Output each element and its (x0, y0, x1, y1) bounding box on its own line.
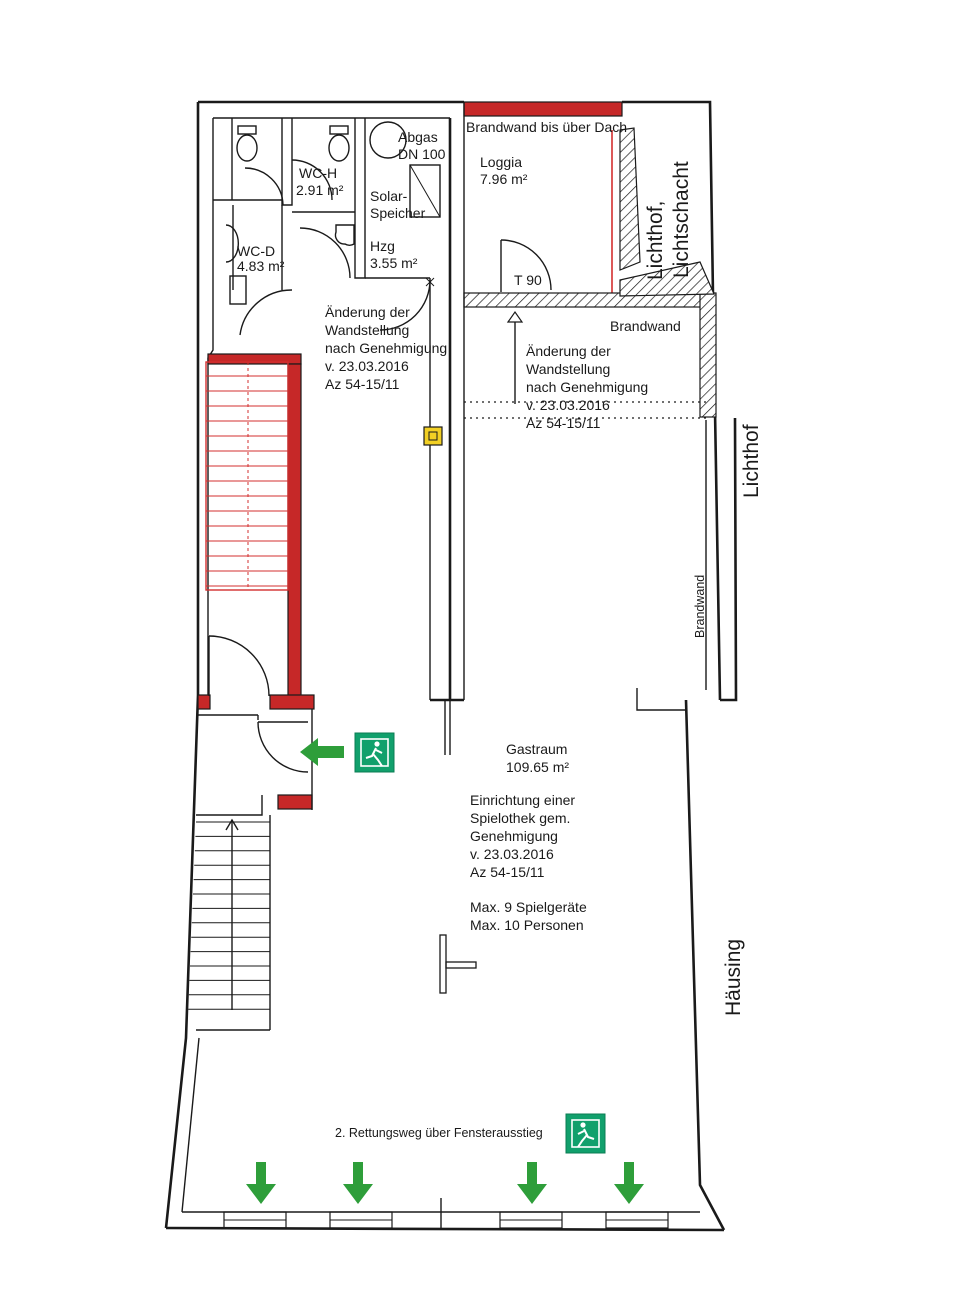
hzg-label: Hzg (370, 238, 395, 254)
solar-label: Solar- (370, 188, 408, 204)
lichthof-right-label: Lichthof (740, 424, 763, 498)
exit-arrows-down (246, 1162, 644, 1204)
hatched-walls (463, 127, 717, 418)
svg-text:Änderung der: Änderung der (325, 304, 410, 320)
svg-text:Wandstellung: Wandstellung (526, 361, 610, 377)
svg-text:Max. 9 Spielgeräte: Max. 9 Spielgeräte (470, 899, 587, 915)
windows (223, 1211, 669, 1229)
svg-text:v. 23.03.2016: v. 23.03.2016 (325, 358, 409, 374)
brandwand-top-label: Brandwand bis über Dach (466, 119, 627, 135)
exit-arrow-left-icon (300, 738, 344, 766)
svg-text:Spielothek gem.: Spielothek gem. (470, 810, 570, 826)
svg-text:Max. 10 Personen: Max. 10 Personen (470, 917, 584, 933)
svg-text:Az 54-15/11: Az 54-15/11 (325, 376, 400, 392)
speicher-label: Speicher (370, 205, 426, 221)
svg-text:Genehmigung: Genehmigung (470, 828, 558, 844)
abgas-dn-label: DN 100 (398, 146, 446, 162)
room-labels: Abgas DN 100 WC-H 2.91 m² Solar- Speiche… (237, 119, 681, 1140)
brandwand-mid-label: Brandwand (610, 318, 681, 334)
gastraum-label: Gastraum (506, 741, 567, 757)
wc-d-label: WC-D (237, 243, 275, 259)
hzg-area: 3.55 m² (370, 255, 418, 271)
wc-d-area: 4.83 m² (237, 258, 285, 274)
wc-h-area: 2.91 m² (296, 182, 344, 198)
svg-text:Wandstellung: Wandstellung (325, 322, 409, 338)
abgas-label: Abgas (398, 129, 438, 145)
svg-text:v. 23.03.2016: v. 23.03.2016 (470, 846, 554, 862)
lichthof-schacht-label-1: Lichthof, (644, 201, 667, 280)
wc-h-label: WC-H (299, 165, 337, 181)
door-t90-label: T 90 (514, 272, 542, 288)
svg-text:Az 54-15/11: Az 54-15/11 (470, 864, 545, 880)
exit-arrow-down-icon (614, 1162, 644, 1204)
lichthof-schacht-label-2: Lichtschacht (670, 161, 693, 278)
emergency-exit-sign-icon (565, 1113, 606, 1154)
emergency-exit-sign-icon (354, 732, 395, 773)
change-arrow (506, 310, 524, 404)
svg-text:Änderung der: Änderung der (526, 343, 611, 359)
inner-walls (196, 102, 477, 1228)
haeusing-label: Häusing (722, 939, 745, 1016)
svg-text:nach Genehmigung: nach Genehmigung (526, 379, 648, 395)
note-wand-left: Änderung der Wandstellung nach Genehmigu… (325, 304, 447, 392)
svg-text:nach Genehmigung: nach Genehmigung (325, 340, 447, 356)
stairs (188, 818, 270, 1010)
loggia-label: Loggia (480, 154, 522, 170)
gastraum-area: 109.65 m² (506, 759, 569, 775)
note-limits: Max. 9 Spielgeräte Max. 10 Personen (470, 899, 587, 933)
exit-arrow-down-icon (517, 1162, 547, 1204)
note-wand-right: Änderung der Wandstellung nach Genehmigu… (526, 343, 648, 431)
svg-text:Einrichtung einer: Einrichtung einer (470, 792, 575, 808)
red-stair (205, 361, 289, 591)
yellow-marker (423, 426, 443, 446)
svg-text:v. 23.03.2016: v. 23.03.2016 (526, 397, 610, 413)
exit-arrow-down-icon (343, 1162, 373, 1204)
doors (208, 159, 552, 773)
brandwand-side-label: Brandwand (693, 575, 707, 638)
fixtures (225, 121, 443, 446)
loggia-area: 7.96 m² (480, 171, 528, 187)
svg-text:Az 54-15/11: Az 54-15/11 (526, 415, 601, 431)
rettungsweg-label: 2. Rettungsweg über Fensterausstieg (335, 1126, 543, 1140)
note-spielothek: Einrichtung einer Spielothek gem. Genehm… (470, 792, 575, 880)
exit-arrow-down-icon (246, 1162, 276, 1204)
